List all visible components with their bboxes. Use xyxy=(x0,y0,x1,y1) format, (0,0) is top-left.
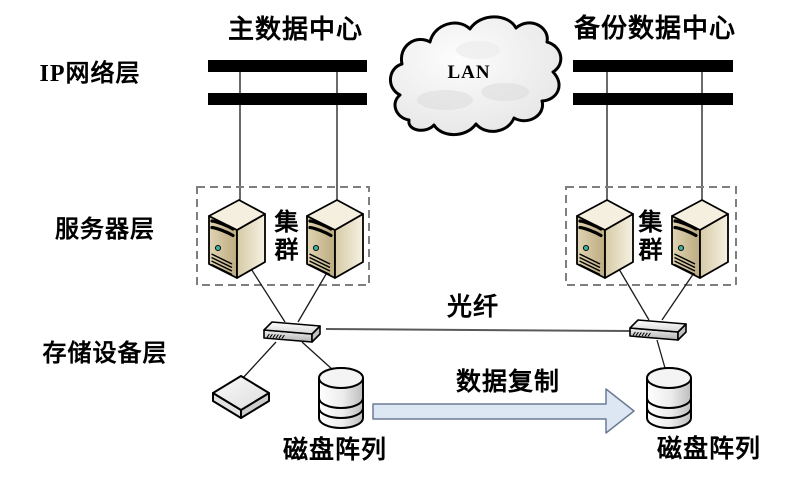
layer-label-storage: 存储设备层 xyxy=(42,341,168,367)
server-icon-main-1 xyxy=(207,198,267,280)
fiber-label: 光纤 xyxy=(446,294,499,321)
disk-array-icon-main xyxy=(318,367,364,429)
disk-array-label-main: 磁盘阵列 xyxy=(282,437,387,464)
uplink-lines xyxy=(239,66,703,202)
main-datacenter-title: 主数据中心 xyxy=(227,15,363,44)
link-main-server1-switch xyxy=(247,263,286,323)
lan-cloud-label: LAN xyxy=(447,62,491,83)
server-icon-backup-1 xyxy=(575,198,635,280)
link-backup-server1-switch xyxy=(615,263,650,321)
layer-label-network: IP网络层 xyxy=(39,61,141,87)
cluster-label-main: 集群 xyxy=(270,209,296,265)
disk-array-icon-backup xyxy=(646,367,692,429)
replication-arrow xyxy=(372,388,635,434)
lan-cloud-icon xyxy=(389,15,563,137)
disk-array-label-backup: 磁盘阵列 xyxy=(656,436,761,463)
server-icon-main-2 xyxy=(305,198,365,280)
san-switch-icon-backup xyxy=(629,319,687,341)
fiber-line xyxy=(325,328,631,332)
server-icon-backup-2 xyxy=(670,198,730,280)
backup-datacenter-title: 备份数据中心 xyxy=(573,14,736,43)
network-bus-top-backup xyxy=(573,60,733,72)
network-bus-bottom-main xyxy=(208,93,367,105)
san-switch-icon-main xyxy=(263,321,321,343)
network-bus-bottom-backup xyxy=(573,93,733,105)
tape-device-icon xyxy=(212,375,270,419)
layer-label-servers: 服务器层 xyxy=(55,217,155,243)
replication-label: 数据复制 xyxy=(455,369,560,396)
cluster-box-backup xyxy=(565,186,737,286)
cluster-box-main xyxy=(196,186,370,286)
link-switch-disk-backup xyxy=(656,339,666,369)
network-bus-top-main xyxy=(208,60,367,72)
link-switch-tape xyxy=(241,341,277,380)
link-switch-disk-main xyxy=(301,341,334,371)
cluster-label-backup: 集群 xyxy=(634,209,660,265)
